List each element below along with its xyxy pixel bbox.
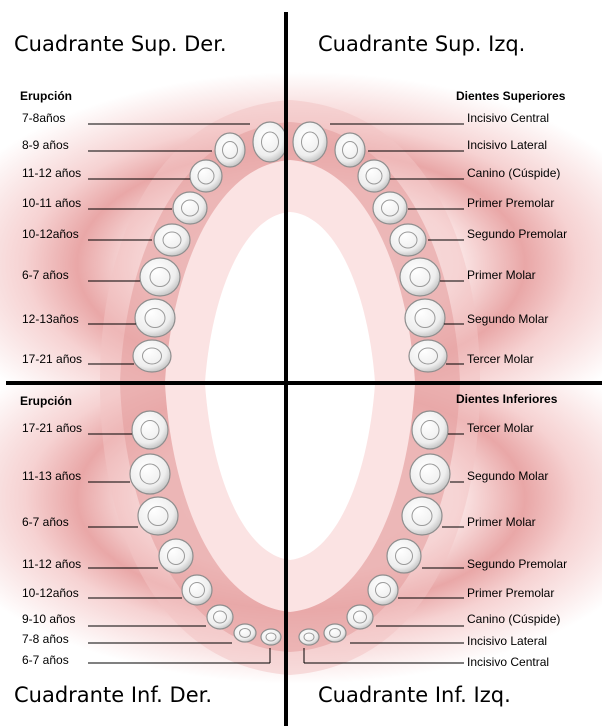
lower-eruption-label: 17-21 años — [22, 421, 82, 435]
upper-eruption-label: 12-13años — [22, 312, 79, 326]
upper-tooth-label: Tercer Molar — [467, 352, 534, 366]
lower-tooth-label: Incisivo Lateral — [467, 634, 547, 648]
lower-right-tooth — [182, 575, 212, 605]
upper-right-tooth — [190, 160, 222, 192]
lower-teeth-header: Dientes Inferiores — [456, 392, 557, 406]
upper-tooth-label: Incisivo Lateral — [467, 138, 547, 152]
upper-tooth-label: Segundo Molar — [467, 312, 548, 326]
lower-tooth-label: Tercer Molar — [467, 421, 534, 435]
upper-left-tooth — [293, 122, 327, 162]
upper-left-tooth — [358, 160, 390, 192]
upper-eruption-label: 8-9 años — [22, 138, 69, 152]
lower-tooth-label: Primer Molar — [467, 515, 536, 529]
upper-eruption-header: Erupción — [20, 89, 72, 103]
upper-eruption-label: 11-12 años — [22, 166, 81, 180]
upper-tooth-label: Primer Molar — [467, 268, 536, 282]
upper-right-tooth — [253, 122, 287, 162]
upper-right-tooth — [154, 224, 190, 256]
upper-right-tooth — [135, 299, 175, 337]
lower-right-tooth — [132, 411, 168, 449]
upper-left-tooth — [405, 299, 445, 337]
upper-tooth-label: Segundo Premolar — [467, 227, 567, 241]
lower-right-tooth — [234, 624, 256, 642]
lower-tooth-label: Incisivo Central — [467, 655, 549, 669]
lower-left-tooth — [368, 575, 398, 605]
lower-right-tooth — [207, 605, 233, 629]
lower-left-tooth — [387, 539, 421, 573]
upper-left-tooth — [373, 192, 407, 224]
lower-tooth-label: Primer Premolar — [467, 586, 554, 600]
upper-left-tooth — [390, 224, 426, 256]
upper-right-tooth — [133, 340, 171, 372]
upper-left-tooth — [335, 133, 365, 167]
lower-eruption-label: 6-7 años — [22, 653, 69, 667]
upper-tooth-label: Incisivo Central — [467, 111, 549, 125]
lower-eruption-label: 6-7 años — [22, 515, 69, 529]
lower-left-tooth — [410, 454, 450, 494]
lower-eruption-label: 10-12años — [22, 586, 79, 600]
lower-left-tooth — [402, 497, 442, 535]
lower-left-tooth — [299, 629, 319, 645]
upper-teeth-header: Dientes Superiores — [456, 89, 565, 103]
lower-tooth-label: Segundo Molar — [467, 469, 548, 483]
upper-right-tooth — [173, 192, 207, 224]
lower-left-tooth — [412, 411, 448, 449]
lower-right-tooth — [159, 539, 193, 573]
lower-tooth-label: Canino (Cúspide) — [467, 612, 560, 626]
quadrant-lower-left-title: Cuadrante Inf. Izq. — [318, 683, 511, 707]
lower-tooth-label: Segundo Premolar — [467, 557, 567, 571]
lower-eruption-label: 11-12 años — [22, 557, 81, 571]
lower-eruption-label: 9-10 años — [22, 612, 75, 626]
upper-tooth-label: Canino (Cúspide) — [467, 166, 560, 180]
quadrant-upper-left-title: Cuadrante Sup. Izq. — [318, 32, 525, 56]
lower-right-tooth — [138, 497, 178, 535]
upper-eruption-label: 10-12años — [22, 227, 79, 241]
upper-left-tooth — [409, 340, 447, 372]
lower-right-tooth — [130, 454, 170, 494]
upper-eruption-label: 17-21 años — [22, 352, 82, 366]
upper-right-tooth — [215, 133, 245, 167]
upper-eruption-label: 10-11 años — [22, 196, 81, 210]
upper-eruption-label: 7-8años — [22, 111, 65, 125]
lower-left-tooth — [324, 624, 346, 642]
lower-eruption-header: Erupción — [20, 394, 72, 408]
quadrant-upper-right-title: Cuadrante Sup. Der. — [14, 32, 227, 56]
lower-left-tooth — [347, 605, 373, 629]
lower-eruption-label: 11-13 años — [22, 469, 81, 483]
lower-right-tooth — [261, 629, 281, 645]
upper-left-tooth — [400, 258, 440, 296]
quadrant-lower-right-title: Cuadrante Inf. Der. — [14, 683, 212, 707]
lower-eruption-label: 7-8 años — [22, 632, 69, 646]
upper-tooth-label: Primer Premolar — [467, 196, 554, 210]
upper-eruption-label: 6-7 años — [22, 268, 69, 282]
upper-right-tooth — [140, 258, 180, 296]
